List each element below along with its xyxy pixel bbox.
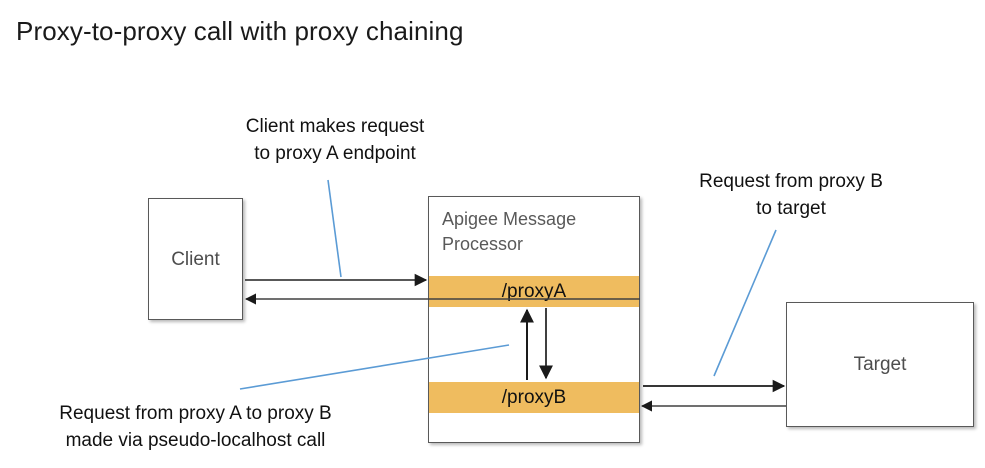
node-message-processor: Apigee Message Processor /proxyA /proxyB [428, 196, 640, 443]
node-target: Target [786, 302, 974, 427]
node-message-processor-title: Apigee Message Processor [442, 209, 577, 254]
proxy-b-band: /proxyB [429, 382, 639, 413]
page-title: Proxy-to-proxy call with proxy chaining [16, 16, 464, 46]
proxy-a-band: /proxyA [429, 276, 639, 307]
node-client: Client [148, 198, 243, 320]
proxy-a-label: /proxyA [501, 280, 567, 302]
leader-line-client-request [327, 179, 342, 278]
annotation-client-request: Client makes request to proxy A endpoint [245, 116, 425, 164]
node-target-label: Target [853, 354, 907, 375]
node-client-label: Client [171, 249, 220, 270]
annotation-proxyb-to-target: Request from proxy B to target [699, 171, 883, 219]
leader-line-proxyb-to-target [713, 229, 777, 377]
proxy-b-label: /proxyB [501, 386, 567, 408]
annotation-proxy-chaining: Request from proxy A to proxy B made via… [59, 403, 332, 451]
